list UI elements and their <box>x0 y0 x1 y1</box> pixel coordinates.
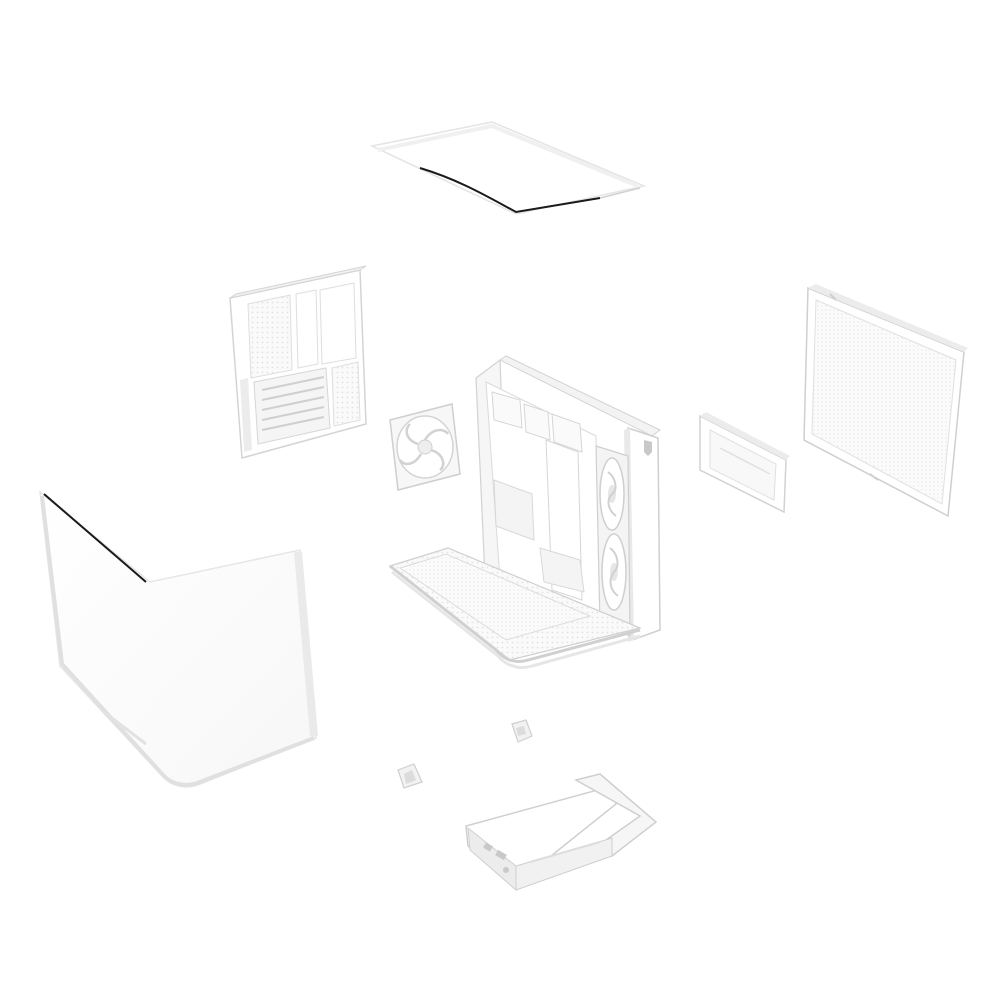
side-bracket <box>699 412 790 514</box>
bottom-io-bracket <box>465 773 658 892</box>
mounting-clip-2 <box>397 763 423 789</box>
front-fan-top <box>599 457 625 531</box>
front-fan-bottom <box>601 533 627 611</box>
mounting-clip-1 <box>511 719 533 743</box>
motherboard-tray <box>229 265 367 459</box>
right-mesh-side-panel <box>803 284 968 518</box>
main-chassis <box>388 355 661 670</box>
top-glass-panel <box>369 121 647 215</box>
brand-logo-icon <box>644 440 652 456</box>
loose-fan <box>389 403 461 491</box>
left-glass-side-panel <box>39 490 318 788</box>
